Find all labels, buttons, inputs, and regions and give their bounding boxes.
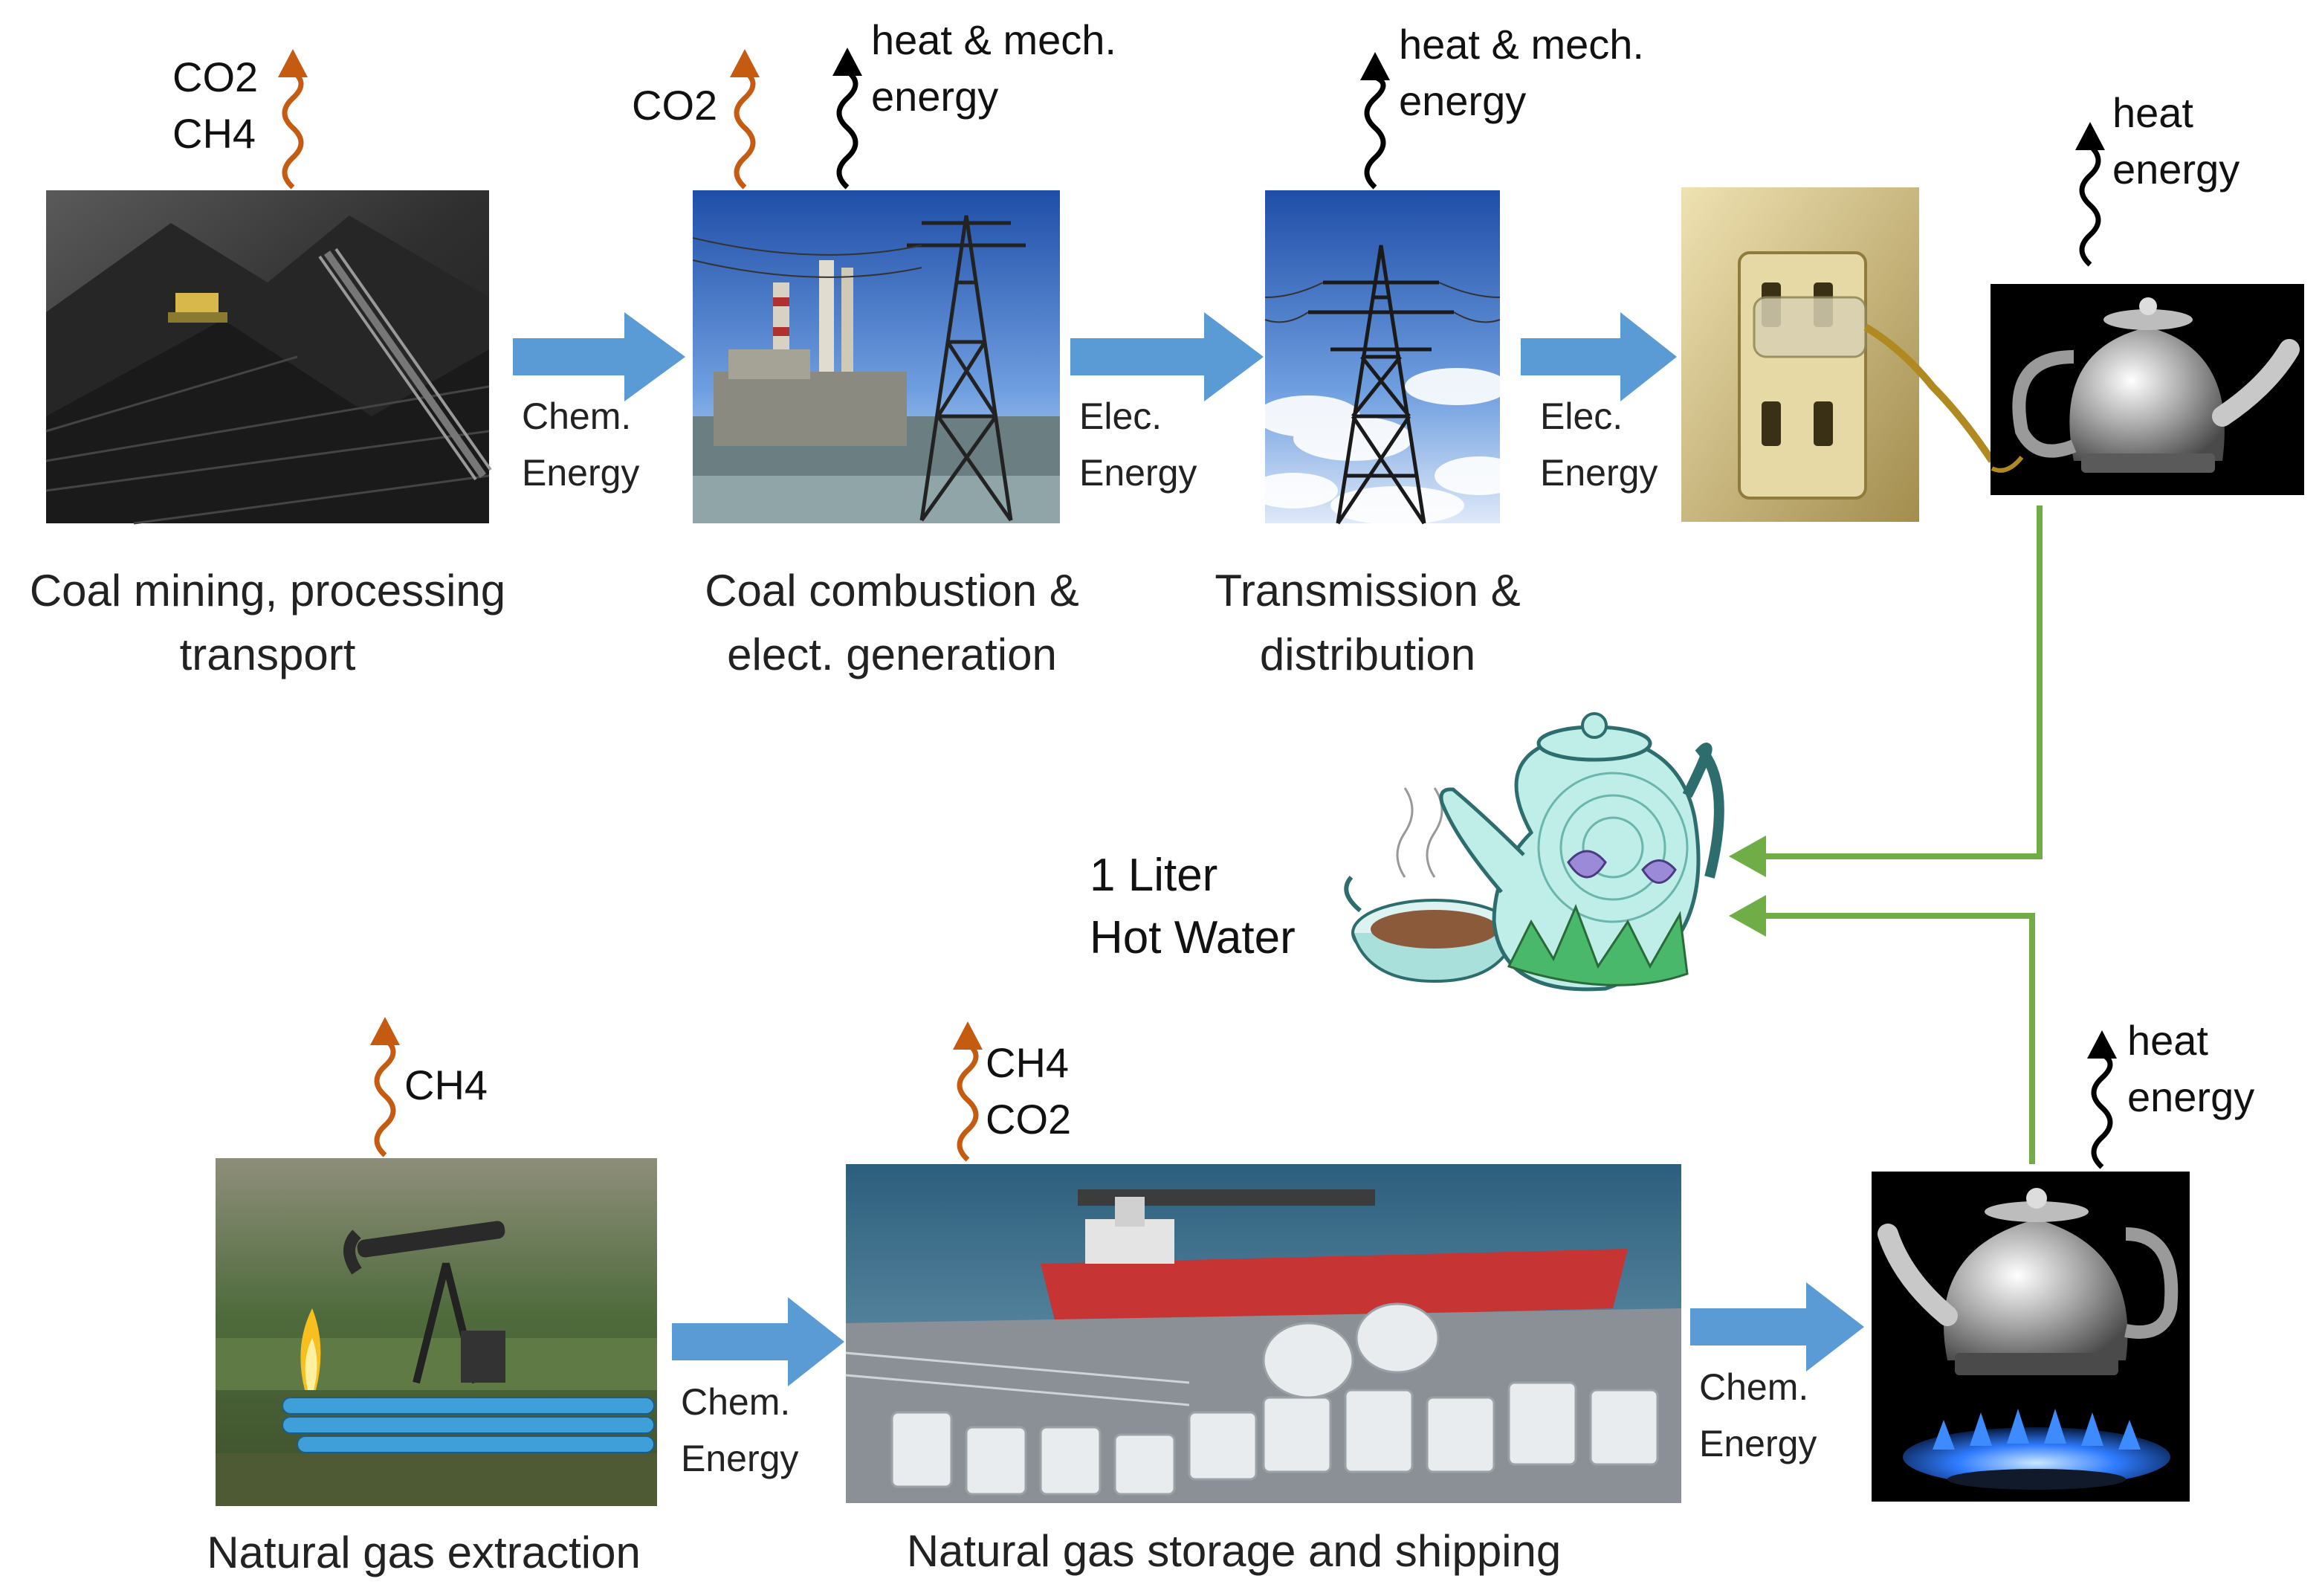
heat-arrow-transmission — [1364, 74, 1386, 190]
emission-arrow-mining — [282, 69, 304, 190]
teapot-cup-illustration — [1344, 712, 1724, 992]
stage-label-transmission: Transmission & distribution — [1215, 566, 1521, 679]
stage-label-coal-combustion: Coal combustion & elect. generation — [705, 566, 1079, 679]
emission-label-combustion-co2: CO2 — [632, 82, 718, 129]
heat-arrows — [836, 69, 2113, 1169]
emission-arrow-storage — [957, 1041, 979, 1162]
heat-label-gas-kettle: heat energy — [2127, 1017, 2255, 1120]
emission-label-storage: CH4 CO2 — [986, 1039, 1072, 1143]
power-plant-photo — [692, 190, 1060, 523]
gas-kettle-photo — [1872, 1172, 2190, 1502]
flow-label-chem-2: Chem. Energy — [681, 1381, 799, 1479]
heat-label-electric-kettle: heat energy — [2112, 89, 2240, 193]
electric-kettle-photo — [1990, 284, 2304, 495]
flow-arrow-elec-1 — [1070, 312, 1264, 401]
connector-gas-to-output — [1762, 913, 2035, 1164]
heat-label-transmission: heat & mech. energy — [1399, 21, 1644, 124]
emission-arrows — [282, 69, 979, 1162]
emission-label-extraction: CH4 — [404, 1062, 488, 1108]
stage-label-gas-storage: Natural gas storage and shipping — [906, 1526, 1562, 1576]
heat-label-combustion: heat & mech. energy — [871, 16, 1116, 120]
connector-arrowhead-bottom — [1729, 895, 1766, 937]
flow-label-elec-1: Elec. Energy — [1079, 395, 1197, 494]
stage-label-gas-extraction: Natural gas extraction — [207, 1528, 641, 1577]
emission-arrow-extraction — [374, 1037, 396, 1157]
heat-arrow-combustion — [836, 69, 858, 190]
coal-mining-photo — [45, 190, 492, 525]
transmission-tower-photo — [1249, 190, 1524, 525]
wall-outlet-photo — [1681, 187, 1996, 522]
gas-extraction-photo — [216, 1158, 657, 1506]
flow-label-elec-2: Elec. Energy — [1540, 395, 1658, 494]
emission-label-mining: CO2 CH4 — [172, 54, 259, 157]
connector-lines — [1762, 505, 2043, 1164]
heat-arrow-gas-kettle — [2091, 1051, 2113, 1169]
output-label-hot-water: 1 Liter Hot Water — [1090, 850, 1296, 963]
stage-label-coal-mining: Coal mining, processing transport — [29, 566, 506, 679]
connector-electric-to-output — [1762, 505, 2043, 859]
heat-arrow-electric-kettle — [2079, 143, 2101, 267]
connector-arrowhead-top — [1729, 836, 1766, 877]
flow-label-chem-1: Chem. Energy — [522, 395, 640, 494]
flow-arrow-elec-2 — [1521, 312, 1677, 401]
emission-arrow-combustion — [734, 69, 756, 190]
flow-arrow-chem-3 — [1690, 1282, 1864, 1372]
flow-arrow-chem-1 — [513, 312, 685, 401]
flow-arrows — [513, 312, 1864, 1386]
flow-label-chem-3: Chem. Energy — [1699, 1366, 1817, 1464]
gas-storage-photo — [845, 1164, 1681, 1503]
flow-arrow-chem-2 — [672, 1297, 844, 1386]
